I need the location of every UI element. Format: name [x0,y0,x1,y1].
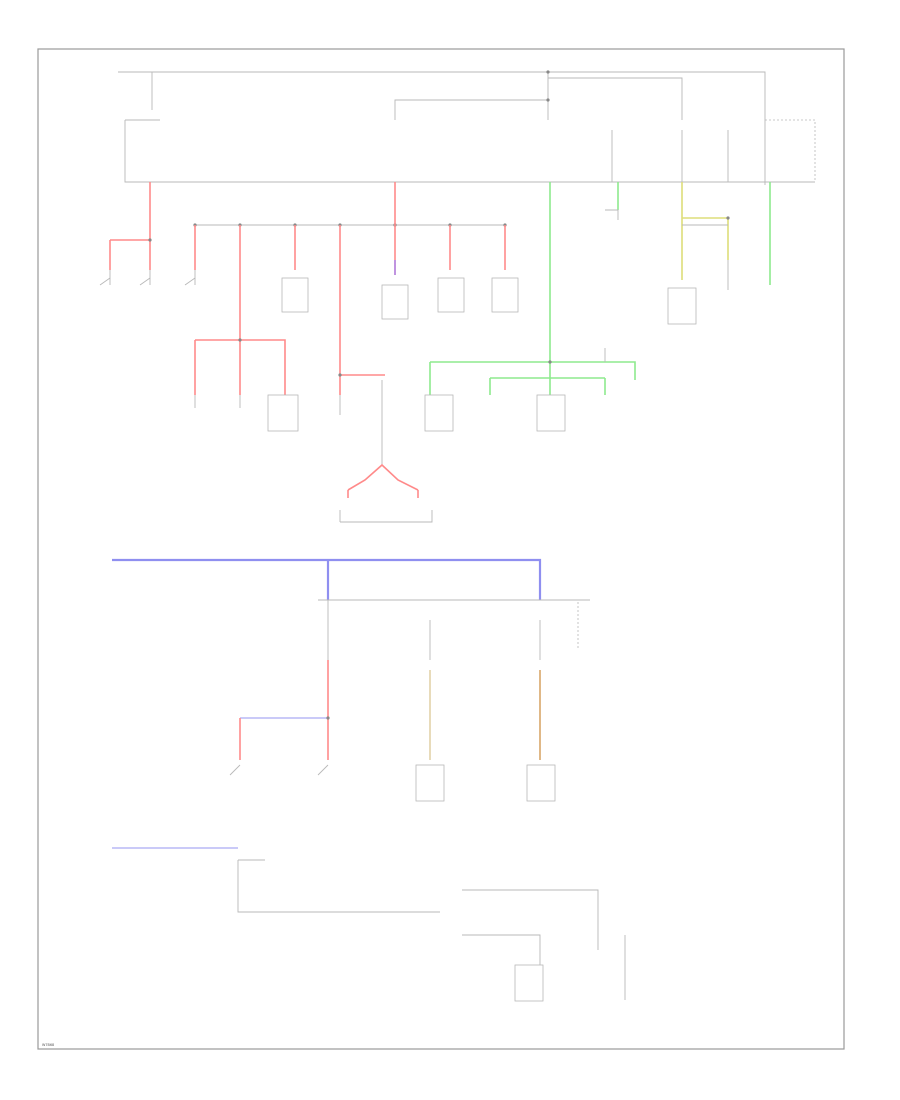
right-branch [667,182,771,325]
green-branch [424,182,636,432]
diagram-code: W7B68 [42,1043,54,1047]
middle-power-bus [112,558,590,802]
dome-light-branch [339,380,433,523]
bottom-power-bus [112,847,626,1002]
left-red-branch [99,182,152,286]
diagram-frame [37,48,845,1050]
top-power-bus [118,70,816,185]
center-red-distribution [184,182,519,432]
